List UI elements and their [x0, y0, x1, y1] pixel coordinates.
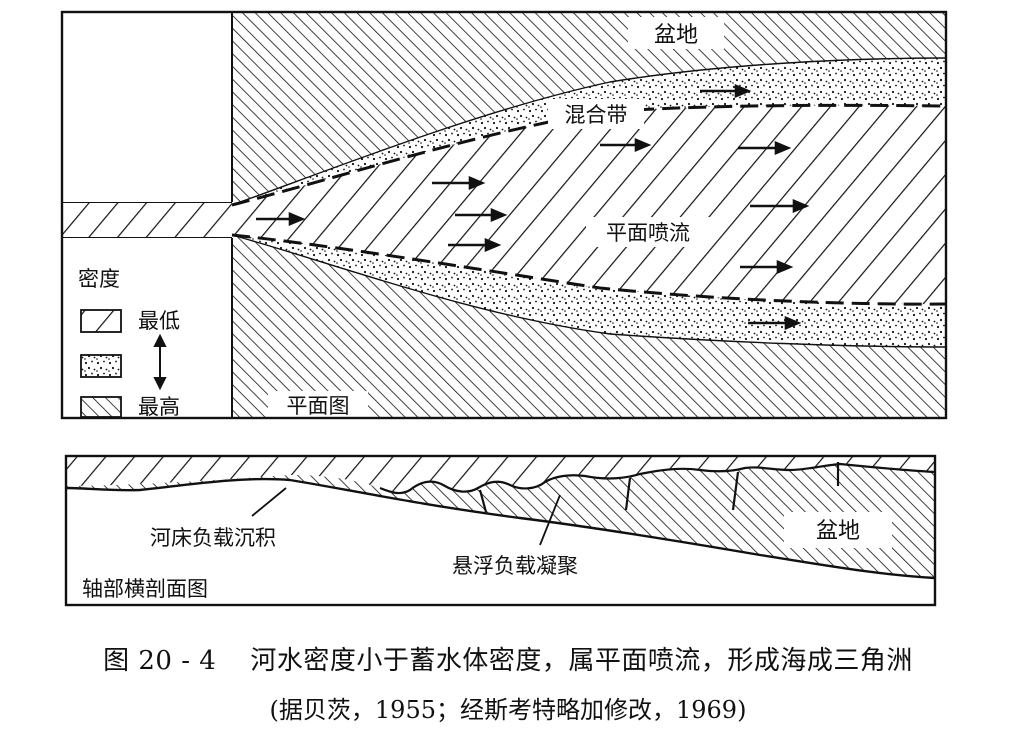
delta-figure: 盆地 混合带 平面喷流 平面图 密度 最低 最高 [60, 10, 948, 607]
figure-title: 河水密度小于蓄水体密度，属平面喷流，形成海成三角洲 [250, 646, 913, 676]
figure-caption: 图 20 - 4 河水密度小于蓄水体密度，属平面喷流，形成海成三角洲 [0, 640, 1016, 677]
legend-lowest-label: 最低 [138, 309, 180, 333]
axial-cross-section: 盆地 [66, 456, 935, 605]
land-upper [62, 12, 232, 202]
flocculation-front [379, 462, 935, 495]
legend-swatch-mixed [80, 354, 122, 378]
plane-jet-label: 平面喷流 [606, 221, 690, 245]
lower-jet-boundary [231, 233, 946, 306]
suspended-load-label: 悬浮负载凝聚 [452, 554, 578, 578]
bedload-label: 河床负载沉积 [150, 526, 276, 550]
plan-view-label: 平面图 [287, 394, 350, 418]
basin-label: 盆地 [654, 23, 698, 48]
density-scale-arrow [153, 333, 167, 391]
legend-swatch-high [80, 396, 122, 418]
settling-arrows [478, 462, 840, 513]
flow-arrows [256, 84, 810, 330]
suspended-leader [539, 494, 561, 546]
plan-view: 盆地 混合带 平面喷流 平面图 密度 最低 最高 [62, 12, 946, 419]
mixing-zone-label: 混合带 [565, 103, 628, 127]
figure-number: 图 20 - 4 [103, 646, 217, 676]
section-basin-label: 盆地 [816, 519, 860, 544]
sediment-surface [66, 477, 935, 580]
legend-title: 密度 [78, 267, 120, 291]
bedload-leader [251, 487, 287, 517]
figure-source: (据贝茨，1955；经斯考特略加修改，1969) [269, 696, 747, 724]
plan-view-frame [60, 10, 948, 420]
section-frame [64, 454, 937, 607]
cross-section-view-label: 轴部横剖面图 [82, 577, 208, 601]
legend-highest-label: 最高 [138, 395, 180, 419]
density-legend: 密度 最低 最高 [78, 267, 180, 419]
